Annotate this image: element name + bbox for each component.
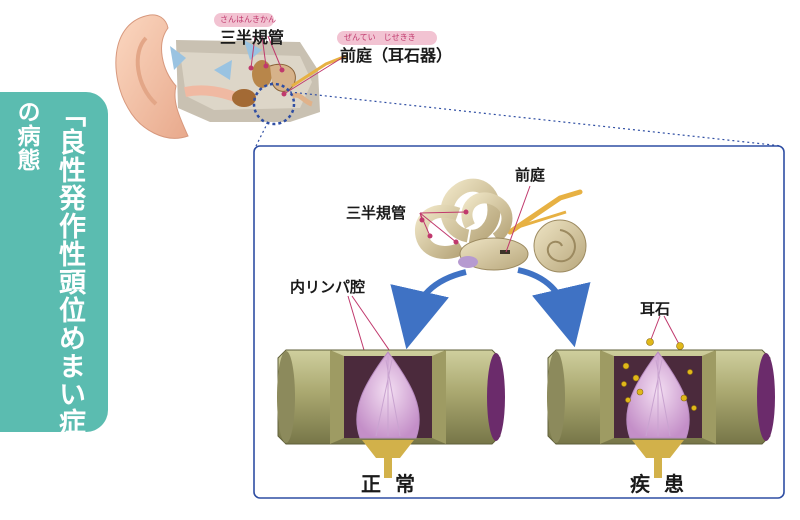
zoom-connector-line	[289, 91, 783, 147]
normal-cross-section	[277, 349, 505, 478]
zoom-connector-line-left	[255, 121, 269, 147]
semicircular-reading-pill	[214, 13, 274, 27]
ear-label-pointers	[248, 35, 346, 97]
title-tab	[0, 92, 108, 432]
inner-ear-labyrinth	[414, 178, 587, 273]
inner-label-semicircular: 三半規管	[346, 204, 407, 222]
zoom-panel	[253, 145, 785, 499]
caption-disease: 疾患	[630, 472, 698, 496]
outer-ear	[115, 14, 347, 139]
ear-label-vestibule: 前庭（耳石器）	[340, 46, 453, 65]
arrow-to-disease	[517, 267, 591, 348]
disease-cross-section	[547, 338, 775, 478]
inner-label-vestibule: 前庭	[515, 166, 546, 184]
inner-label-pointers	[347, 185, 681, 361]
arrow-to-normal	[390, 269, 467, 350]
title-main: 「良性発作性頭位めまい症」	[54, 100, 85, 464]
inner-label-endolymph: 内リンパ腔	[290, 278, 366, 296]
caption-normal: 正常	[361, 472, 429, 496]
ear-label-semicircular: 三半規管	[220, 28, 285, 47]
inner-label-otolith: 耳石	[640, 300, 671, 318]
vestibule-reading: ぜんてい じせきき	[344, 33, 416, 42]
zoom-highlight-circle	[252, 82, 296, 126]
semicircular-reading: さんはんきかん	[220, 15, 276, 24]
title-sub: の病態	[13, 100, 39, 172]
otolith-particles	[621, 338, 697, 411]
vestibule-reading-pill	[337, 31, 437, 45]
